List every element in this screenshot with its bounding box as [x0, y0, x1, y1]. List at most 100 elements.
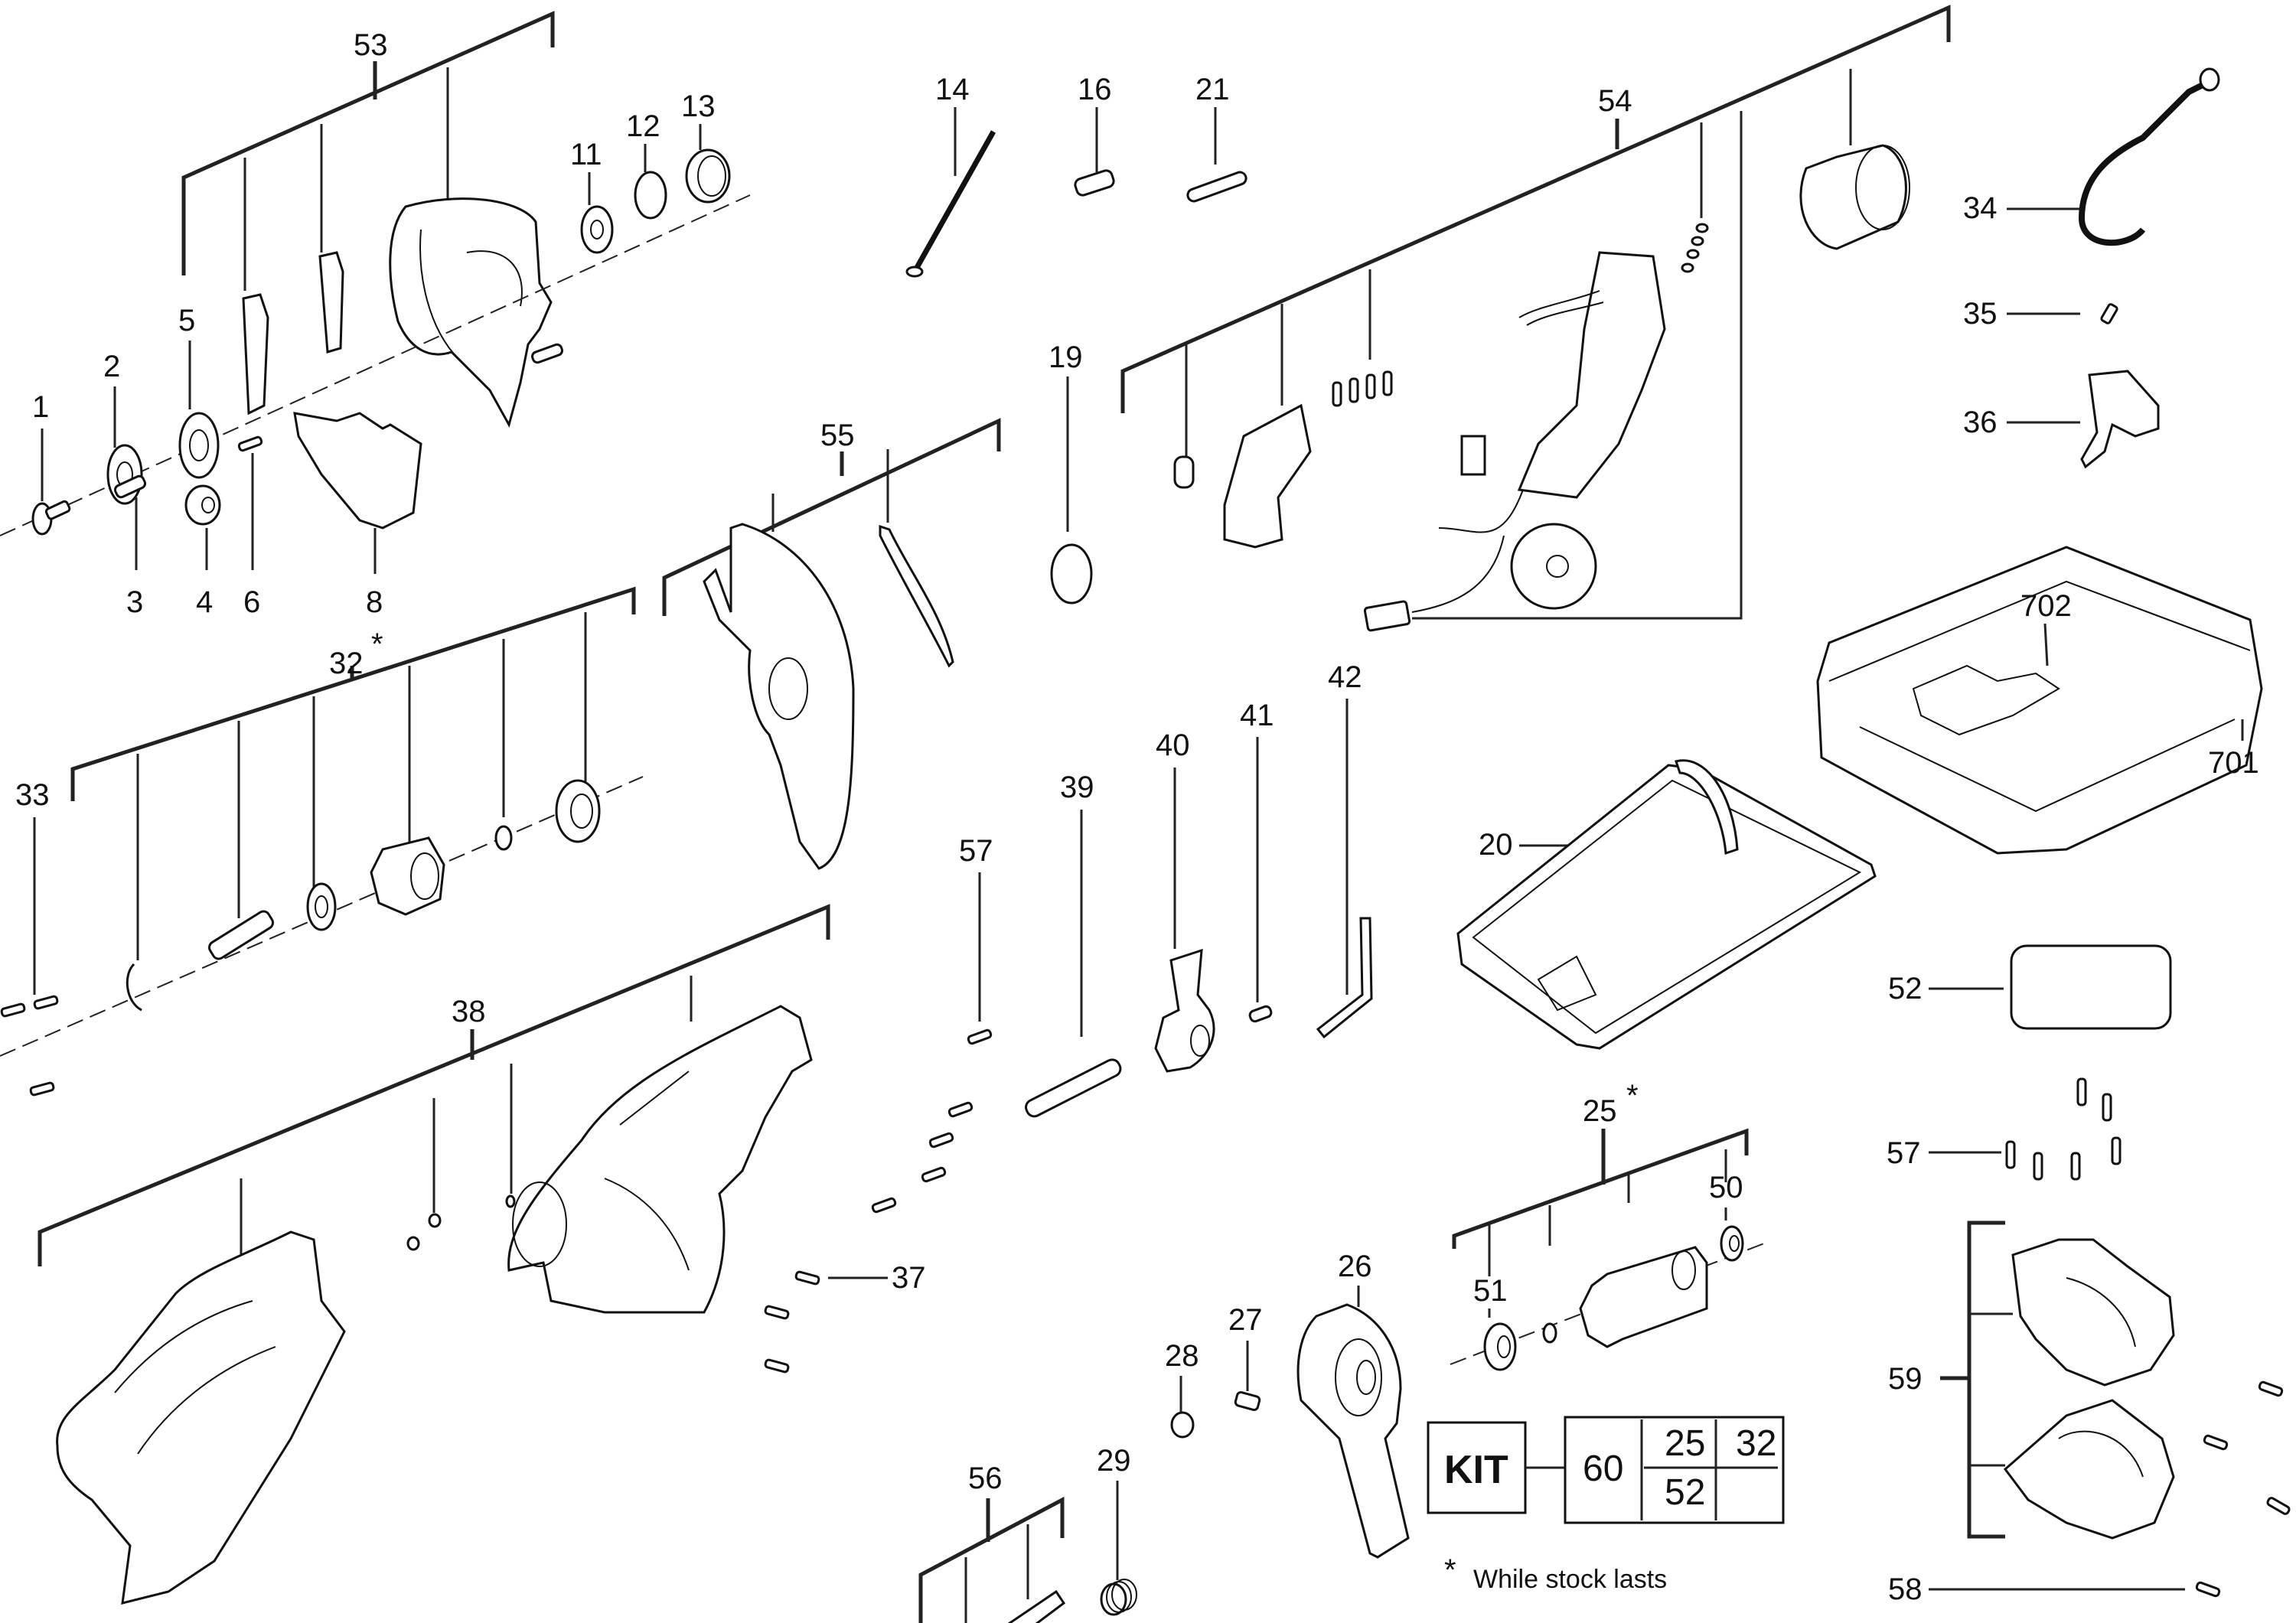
part-3-screw — [113, 474, 147, 499]
callout-42: 42 — [1328, 660, 1362, 694]
callout-28: 28 — [1165, 1339, 1199, 1373]
callout-53: 53 — [354, 28, 388, 62]
callout-27: 27 — [1228, 1303, 1263, 1337]
callout-55: 55 — [820, 419, 855, 452]
part-32-washer — [494, 825, 513, 851]
part-27-sleeve — [1234, 1391, 1261, 1411]
part-blade-plate-b — [318, 251, 344, 354]
callout-40: 40 — [1156, 728, 1190, 762]
callout-3: 3 — [126, 585, 143, 619]
group-38: 38 — [38, 904, 830, 1605]
callout-12: 12 — [626, 109, 660, 143]
part-26-end-bracket — [1296, 1303, 1410, 1559]
label-52: 52 — [1888, 944, 2172, 1030]
parts-57-59-right: 57 59 58 — [1887, 1077, 2291, 1606]
part-59-screws — [2203, 1380, 2291, 1515]
part-6-screw — [237, 435, 263, 452]
footnote-text: While stock lasts — [1473, 1565, 1667, 1594]
bracket-55 — [662, 418, 1001, 616]
callout-41: 41 — [1240, 699, 1274, 732]
callout-20: 20 — [1479, 828, 1513, 862]
callout-58: 58 — [1888, 1572, 1923, 1606]
group-32: 32 * — [0, 586, 644, 1057]
part-20-scale — [1675, 759, 1739, 855]
bracket-54 — [1120, 5, 1951, 413]
part-58-screw — [2195, 1581, 2221, 1598]
bracket-38 — [38, 904, 830, 1266]
bracket-25 — [1452, 1128, 1749, 1249]
part-41-screw — [1248, 1005, 1273, 1023]
bracket-53 — [181, 11, 555, 275]
footnote-asterisk: * — [1444, 1553, 1456, 1587]
part-32-circlip — [126, 963, 142, 1012]
parts-34-36: 34 35 36 — [1963, 67, 2220, 469]
callout-57-right: 57 — [1887, 1136, 1921, 1170]
part-38-motor-cap — [512, 1181, 567, 1267]
callout-4: 4 — [196, 585, 213, 619]
kit-table: KIT 60 25 32 52 — [1427, 1416, 1785, 1524]
part-32-shaft — [208, 910, 274, 960]
callout-16: 16 — [1078, 73, 1112, 106]
part-54-small-screws — [1681, 223, 1709, 273]
part-32-gear — [555, 779, 601, 843]
part-11-washer — [580, 205, 614, 254]
kit-contents-box — [1564, 1416, 1785, 1524]
part-32-bearing — [306, 882, 337, 931]
part-59-gear-case-upper — [2011, 1238, 2175, 1387]
part-29-spring — [1100, 1579, 1137, 1616]
callout-34: 34 — [1963, 191, 1998, 225]
part-38-housing-right — [507, 1005, 813, 1314]
part-25-armature — [1579, 1246, 1708, 1348]
part-51-bearing — [1483, 1322, 1517, 1371]
part-37: 37 — [764, 1261, 926, 1374]
kit-label-box — [1427, 1421, 1527, 1514]
kit-number: 60 — [1583, 1449, 1623, 1489]
callout-51: 51 — [1473, 1274, 1508, 1308]
part-38-nut-a — [428, 1213, 442, 1228]
callout-33: 33 — [15, 778, 50, 812]
part-38-nut-b — [406, 1236, 420, 1251]
part-14-rod — [912, 130, 996, 273]
bracket-56 — [918, 1496, 1065, 1623]
part-55-guard — [703, 523, 855, 870]
loose-parts-top: 14 16 21 19 — [905, 73, 1247, 605]
footnote: * While stock lasts — [1444, 1553, 1667, 1594]
bracket-32 — [70, 586, 636, 801]
callout-38: 38 — [452, 995, 486, 1028]
callout-8: 8 — [366, 585, 383, 619]
callout-11: 11 — [570, 138, 602, 171]
part-54-stator — [1799, 144, 1907, 250]
part-28-bushing — [1170, 1411, 1195, 1439]
part-57-screws-right — [2005, 1077, 2122, 1181]
part-blade-plate-a — [242, 293, 269, 416]
carry-case: 702 701 — [1816, 546, 2263, 855]
part-36-lock-lever — [2080, 370, 2160, 469]
callout-13: 13 — [681, 90, 716, 123]
part-lower-guard — [293, 412, 422, 530]
group-25: 25 * 51 50 — [1450, 1079, 1765, 1371]
callout-25: 25 — [1583, 1094, 1617, 1128]
part-59-gear-case-lower — [2003, 1399, 2175, 1540]
part-21-pin — [1186, 171, 1247, 203]
callout-59: 59 — [1888, 1362, 1923, 1396]
callout-1: 1 — [32, 390, 49, 424]
callout-6: 6 — [243, 585, 260, 619]
part-50-bearing — [1720, 1225, 1744, 1262]
part-54-capacitor — [1173, 455, 1195, 489]
part-54-connector — [1363, 600, 1411, 632]
group-54: 54 — [1120, 5, 1951, 632]
part-54-sensor-disc — [1510, 523, 1597, 610]
callout-57-middle: 57 — [959, 834, 993, 868]
callout-56: 56 — [968, 1462, 1003, 1495]
part-5-flange — [178, 412, 220, 479]
part-702-insert — [1912, 664, 2060, 736]
callout-29: 29 — [1097, 1444, 1131, 1478]
parts-39-42: 57 39 40 41 42 — [871, 660, 1373, 1214]
callout-32-asterisk: * — [371, 627, 383, 661]
part-20-base — [1456, 764, 1877, 1050]
part-33-screw — [0, 1002, 26, 1018]
part-34-spring-wire — [2078, 77, 2213, 246]
part-42-hex-key — [1316, 917, 1373, 1039]
base-plate: 20 — [1456, 759, 1877, 1050]
part-54-control-board — [1517, 251, 1666, 499]
